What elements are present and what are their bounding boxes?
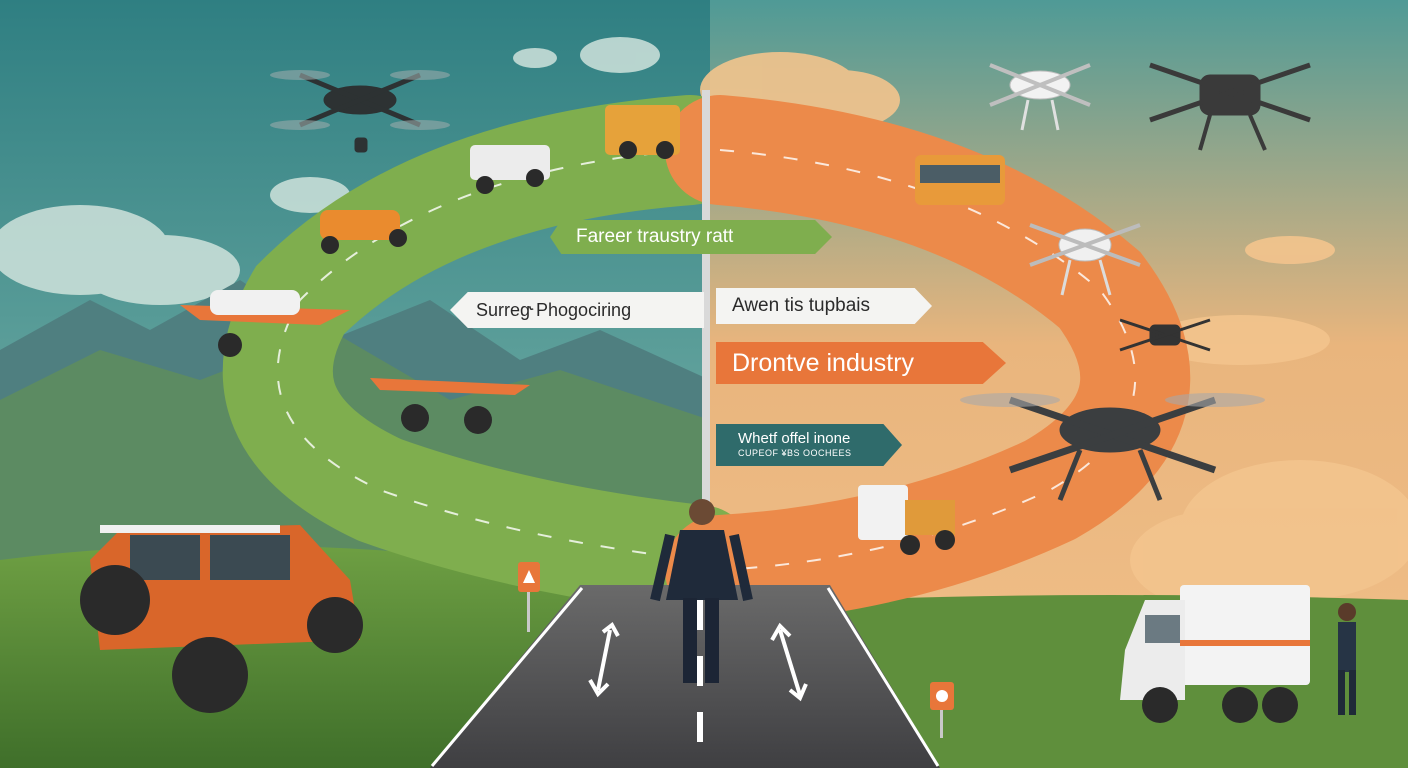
businessman-figure: [650, 499, 753, 683]
drone-small-icon: [1119, 318, 1211, 352]
clouds-left: [0, 37, 660, 305]
drone-large-icon: [960, 393, 1265, 501]
sign-left-label: Surreg˞Phogociring: [476, 299, 632, 320]
road-arrow-left-icon: [588, 621, 620, 698]
road-edge-right: [826, 587, 940, 767]
white-jeep-icon: [470, 145, 550, 194]
drone-icon: [270, 70, 450, 153]
sign-right: Awen tis tupbais: [716, 288, 932, 324]
sign-green: Fareer traustry ratt: [550, 220, 832, 254]
sign-teal-line2: CUPEOF ¥BS OOCHEES: [738, 448, 852, 458]
white-truck-icon: [1120, 585, 1310, 723]
sign-orange: Drontve industry: [716, 342, 1006, 384]
drone-white-icon: [989, 63, 1091, 131]
orange-van-icon: [915, 155, 1005, 205]
road-edge-left: [430, 587, 584, 767]
sign-teal-line1: Whetf offel inone: [738, 430, 851, 447]
sign-teal: Whetf offel inone CUPEOF ¥BS OOCHEES: [716, 424, 902, 466]
road-arrow-right-icon: [770, 622, 808, 702]
clouds-right: [700, 52, 1408, 610]
plane-vehicle-icon: [180, 290, 350, 357]
signpost-pole: [702, 90, 710, 520]
yellow-truck-icon: [605, 105, 680, 159]
sign-left: Surreg˞Phogociring: [450, 292, 704, 328]
orange-drone-vehicle-icon: [370, 378, 530, 434]
warning-sign-right-icon: [930, 682, 954, 738]
sign-green-label: Fareer traustry ratt: [576, 226, 734, 247]
sign-orange-label: Drontve industry: [732, 348, 915, 377]
operator-figure: [1338, 603, 1356, 715]
drone-black-icon: [1149, 62, 1311, 151]
orange-buggy-icon: [320, 210, 407, 254]
orange-utility-truck-icon: [858, 485, 955, 555]
drone-mid-icon: [1029, 223, 1141, 296]
orange-suv-icon: [80, 525, 363, 713]
sign-right-label: Awen tis tupbais: [732, 295, 871, 316]
warning-sign-left-icon: [518, 562, 540, 632]
